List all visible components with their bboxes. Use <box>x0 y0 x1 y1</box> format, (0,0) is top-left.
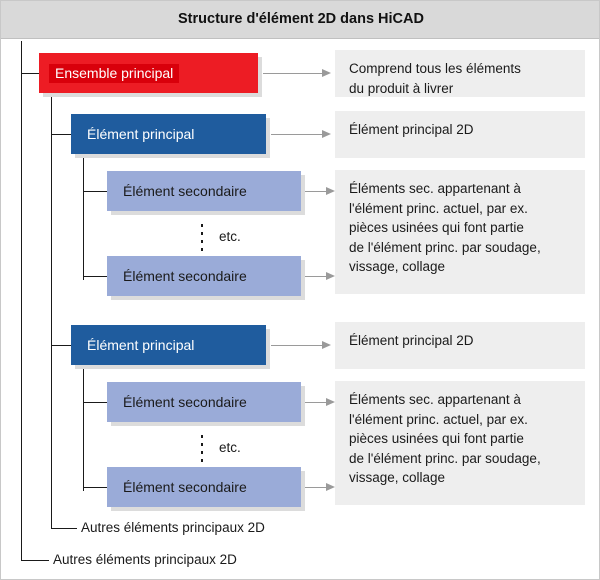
description-line: vissage, collage <box>349 259 446 274</box>
node-element-secondaire-1b[interactable]: Élément secondaire <box>107 256 305 300</box>
description-line: Élément principal 2D <box>349 122 474 137</box>
node-label: Élément secondaire <box>123 394 247 410</box>
node-label: Élément secondaire <box>123 268 247 284</box>
node-face <box>107 382 301 422</box>
arrow-sub-1b-to-description <box>305 272 335 281</box>
description-line: pièces usinées qui font partie <box>349 220 524 235</box>
description-line: de l'élément princ. par soudage, <box>349 450 541 466</box>
tree-branch-sub-2a <box>83 402 107 403</box>
tree-branch-main-2 <box>51 345 73 346</box>
node-ensemble-principal[interactable]: Ensemble principal <box>39 53 262 97</box>
description-line: Comprend tous les éléments <box>349 61 521 76</box>
node-face <box>107 171 301 211</box>
tree-branch-root <box>21 73 41 74</box>
node-element-secondaire-2b[interactable]: Élément secondaire <box>107 467 305 511</box>
node-element-secondaire-2a[interactable]: Élément secondaire <box>107 382 305 426</box>
leaf-autres-elements-inner: Autres éléments principaux 2D <box>81 520 265 535</box>
vertical-dots-icon <box>201 430 203 464</box>
tree-branch-main-1 <box>51 134 73 135</box>
tree-trunk-level3-group1 <box>83 154 84 280</box>
node-label: Ensemble principal <box>49 63 180 83</box>
tree-trunk-level2 <box>51 93 52 528</box>
etc-marker-group1: etc. <box>201 219 241 253</box>
description-line: du produit à livrer <box>349 80 454 96</box>
description-ensemble-principal: Comprend tous les éléments du produit à … <box>335 50 585 97</box>
node-face <box>71 114 266 154</box>
node-element-principal-2[interactable]: Élément principal <box>71 325 270 369</box>
etc-label: etc. <box>219 439 241 455</box>
description-line: l'élément princ. actuel, par ex. <box>349 200 528 216</box>
arrow-main-2-to-description <box>271 341 331 350</box>
tree-branch-sub-2b <box>83 487 107 488</box>
tree-trunk-level3-group2 <box>83 365 84 491</box>
diagram-canvas: Ensemble principal Comprend tous les élé… <box>1 39 599 579</box>
node-element-principal-1[interactable]: Élément principal <box>71 114 270 158</box>
node-label: Élément secondaire <box>123 183 247 199</box>
description-elements-secondaires-1: Éléments sec. appartenant à l'élément pr… <box>335 170 585 294</box>
etc-label: etc. <box>219 228 241 244</box>
description-line: pièces usinées qui font partie <box>349 431 524 446</box>
etc-marker-group2: etc. <box>201 430 241 464</box>
description-element-principal-2: Élément principal 2D <box>335 322 585 369</box>
description-line: de l'élément princ. par soudage, <box>349 239 541 255</box>
description-element-principal-1: Élément principal 2D <box>335 111 585 158</box>
description-line: Éléments sec. appartenant à <box>349 392 521 407</box>
tree-branch-others-inner <box>51 528 77 529</box>
arrow-root-to-description <box>263 69 331 78</box>
arrow-main-1-to-description <box>271 130 331 139</box>
node-label: Élément principal <box>87 126 195 142</box>
page-title: Structure d'élément 2D dans HiCAD <box>178 11 424 27</box>
description-line: Éléments sec. appartenant à <box>349 181 521 196</box>
vertical-dots-icon <box>201 219 203 253</box>
tree-branch-sub-1b <box>83 276 107 277</box>
description-elements-secondaires-2: Éléments sec. appartenant à l'élément pr… <box>335 381 585 505</box>
node-label: Élément principal <box>87 337 195 353</box>
tree-trunk-outer <box>21 41 22 561</box>
description-line: vissage, collage <box>349 470 446 485</box>
arrow-sub-1a-to-description <box>305 187 335 196</box>
node-element-secondaire-1a[interactable]: Élément secondaire <box>107 171 305 215</box>
leaf-autres-elements-outer: Autres éléments principaux 2D <box>53 552 237 567</box>
description-line: Élément principal 2D <box>349 333 474 348</box>
node-face <box>107 467 301 507</box>
description-line: l'élément princ. actuel, par ex. <box>349 411 528 427</box>
tree-branch-others-outer <box>21 560 49 561</box>
node-label: Élément secondaire <box>123 479 247 495</box>
arrow-sub-2b-to-description <box>305 483 335 492</box>
node-face <box>71 325 266 365</box>
arrow-sub-2a-to-description <box>305 398 335 407</box>
tree-branch-sub-1a <box>83 191 107 192</box>
node-face <box>107 256 301 296</box>
diagram-header: Structure d'élément 2D dans HiCAD <box>1 1 599 39</box>
